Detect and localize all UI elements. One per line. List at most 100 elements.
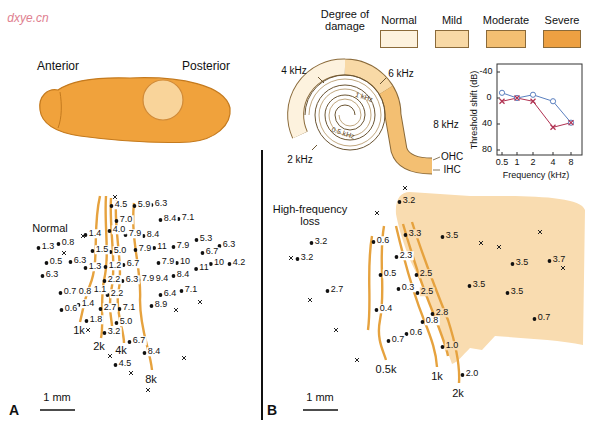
data-point-cross xyxy=(551,125,556,130)
data-point-cross xyxy=(500,99,505,104)
data-point-circle xyxy=(514,95,519,100)
no-response-mark xyxy=(334,328,338,332)
cochlea-tick xyxy=(312,145,317,150)
response-value: 0.6 xyxy=(409,328,424,337)
axis-tick xyxy=(571,152,572,155)
axis-tick xyxy=(497,150,500,151)
scale-bar xyxy=(40,409,75,411)
response-value: 5.0 xyxy=(119,317,134,326)
no-response-mark xyxy=(403,186,407,190)
text-label: 6 kHz xyxy=(388,69,414,80)
frequency-line-label: 8k xyxy=(144,374,158,386)
cochlea-band-mild xyxy=(345,67,386,90)
response-value: 8.4 xyxy=(176,270,191,279)
legend-swatch xyxy=(435,30,469,48)
no-response-mark xyxy=(538,230,542,234)
response-value: 3.3 xyxy=(408,229,423,238)
response-value: 7.1 xyxy=(122,303,137,312)
no-response-mark xyxy=(146,388,150,392)
text-label: Normal xyxy=(32,223,67,235)
text-label: 2 kHz xyxy=(287,155,313,166)
response-value: 1.5 xyxy=(95,245,110,254)
no-response-marks xyxy=(62,186,565,392)
response-value: 6.7 xyxy=(205,247,220,256)
response-value: 1.8 xyxy=(89,315,104,324)
response-value: 3.5 xyxy=(515,258,530,267)
response-value: 8.9 xyxy=(154,300,169,309)
response-value: 2.5 xyxy=(419,269,434,278)
legend-text: Moderate xyxy=(483,15,529,27)
response-value: 1.2 xyxy=(108,261,123,270)
damage-region xyxy=(396,192,585,364)
no-response-mark xyxy=(497,245,501,249)
response-value: 2.3 xyxy=(399,251,414,260)
panel-letter: B xyxy=(267,403,277,418)
no-response-mark xyxy=(108,354,112,358)
response-value: 2.7 xyxy=(330,285,345,294)
response-value: 0.8 xyxy=(78,287,93,296)
audiogram xyxy=(497,64,582,155)
brain-fold xyxy=(58,92,61,128)
response-value: 0.7 xyxy=(63,287,78,296)
text-label: 4 xyxy=(550,158,555,167)
response-value: 3.2 xyxy=(314,237,329,246)
frequency-line-label: 2k xyxy=(92,341,106,353)
response-value: 4.5 xyxy=(118,359,133,368)
response-value: 7.9 xyxy=(161,257,176,266)
legend-swatch xyxy=(380,30,418,48)
normal-ear-line xyxy=(502,93,571,123)
response-value: 2.2 xyxy=(107,275,122,284)
isofrequency-line xyxy=(368,236,372,330)
text-label: 1 mm xyxy=(43,392,71,404)
text-label: 8 kHz xyxy=(433,120,459,131)
response-value: 6.3 xyxy=(125,275,140,284)
no-response-mark xyxy=(561,266,565,270)
response-value: 4.0 xyxy=(112,225,127,234)
legend-swatch xyxy=(486,30,526,48)
text-label: 1 xyxy=(514,158,519,167)
text-label: 80 xyxy=(482,145,492,154)
isofrequency-lines xyxy=(368,222,459,383)
response-value: 1.3 xyxy=(88,262,103,271)
no-response-mark xyxy=(289,256,293,260)
panel-divider xyxy=(261,150,263,420)
response-value: 9.4 xyxy=(155,274,170,283)
text-label: 1 kHz xyxy=(354,91,373,104)
response-value: 7.9 xyxy=(138,244,153,253)
legend-text: Mild xyxy=(442,15,462,27)
frequency-line-label: 1k xyxy=(72,325,86,337)
response-value: 7.9 xyxy=(141,274,156,283)
response-value: 7.9 xyxy=(128,229,143,238)
response-value: 2.5 xyxy=(420,287,435,296)
text-label: OHC xyxy=(441,152,463,163)
text-label: 40 xyxy=(482,119,492,128)
response-value: 1.0 xyxy=(445,341,460,350)
frequency-line-label: 2k xyxy=(451,388,465,400)
response-value: 3.2 xyxy=(107,327,122,336)
response-value: 10 xyxy=(179,257,191,266)
cochlea xyxy=(296,67,440,170)
isofrequency-line xyxy=(379,226,386,360)
response-value: 10 xyxy=(213,258,225,267)
axis-tick xyxy=(497,98,500,99)
cochlea-tick xyxy=(380,78,386,84)
data-point-cross xyxy=(569,120,574,125)
text-label: 0.5 xyxy=(496,158,509,167)
no-response-mark xyxy=(375,211,379,215)
plot-frame xyxy=(497,64,582,155)
response-value: 3.5 xyxy=(510,287,525,296)
response-value: 4.2 xyxy=(232,258,247,267)
legend-swatch xyxy=(543,30,581,48)
response-value: 0.8 xyxy=(425,316,440,325)
response-value: 6.3 xyxy=(73,256,88,265)
no-response-mark xyxy=(479,241,483,245)
text-label: IHC xyxy=(443,165,460,176)
no-response-mark xyxy=(86,328,90,332)
response-value: 5.3 xyxy=(199,234,214,243)
response-value: 5.9 xyxy=(137,200,152,209)
cochlea-band-edge xyxy=(296,67,432,166)
text-label: Frequency (kHz) xyxy=(503,171,570,180)
response-value: 8.4 xyxy=(163,214,178,223)
response-value: 4.5 xyxy=(114,200,129,209)
